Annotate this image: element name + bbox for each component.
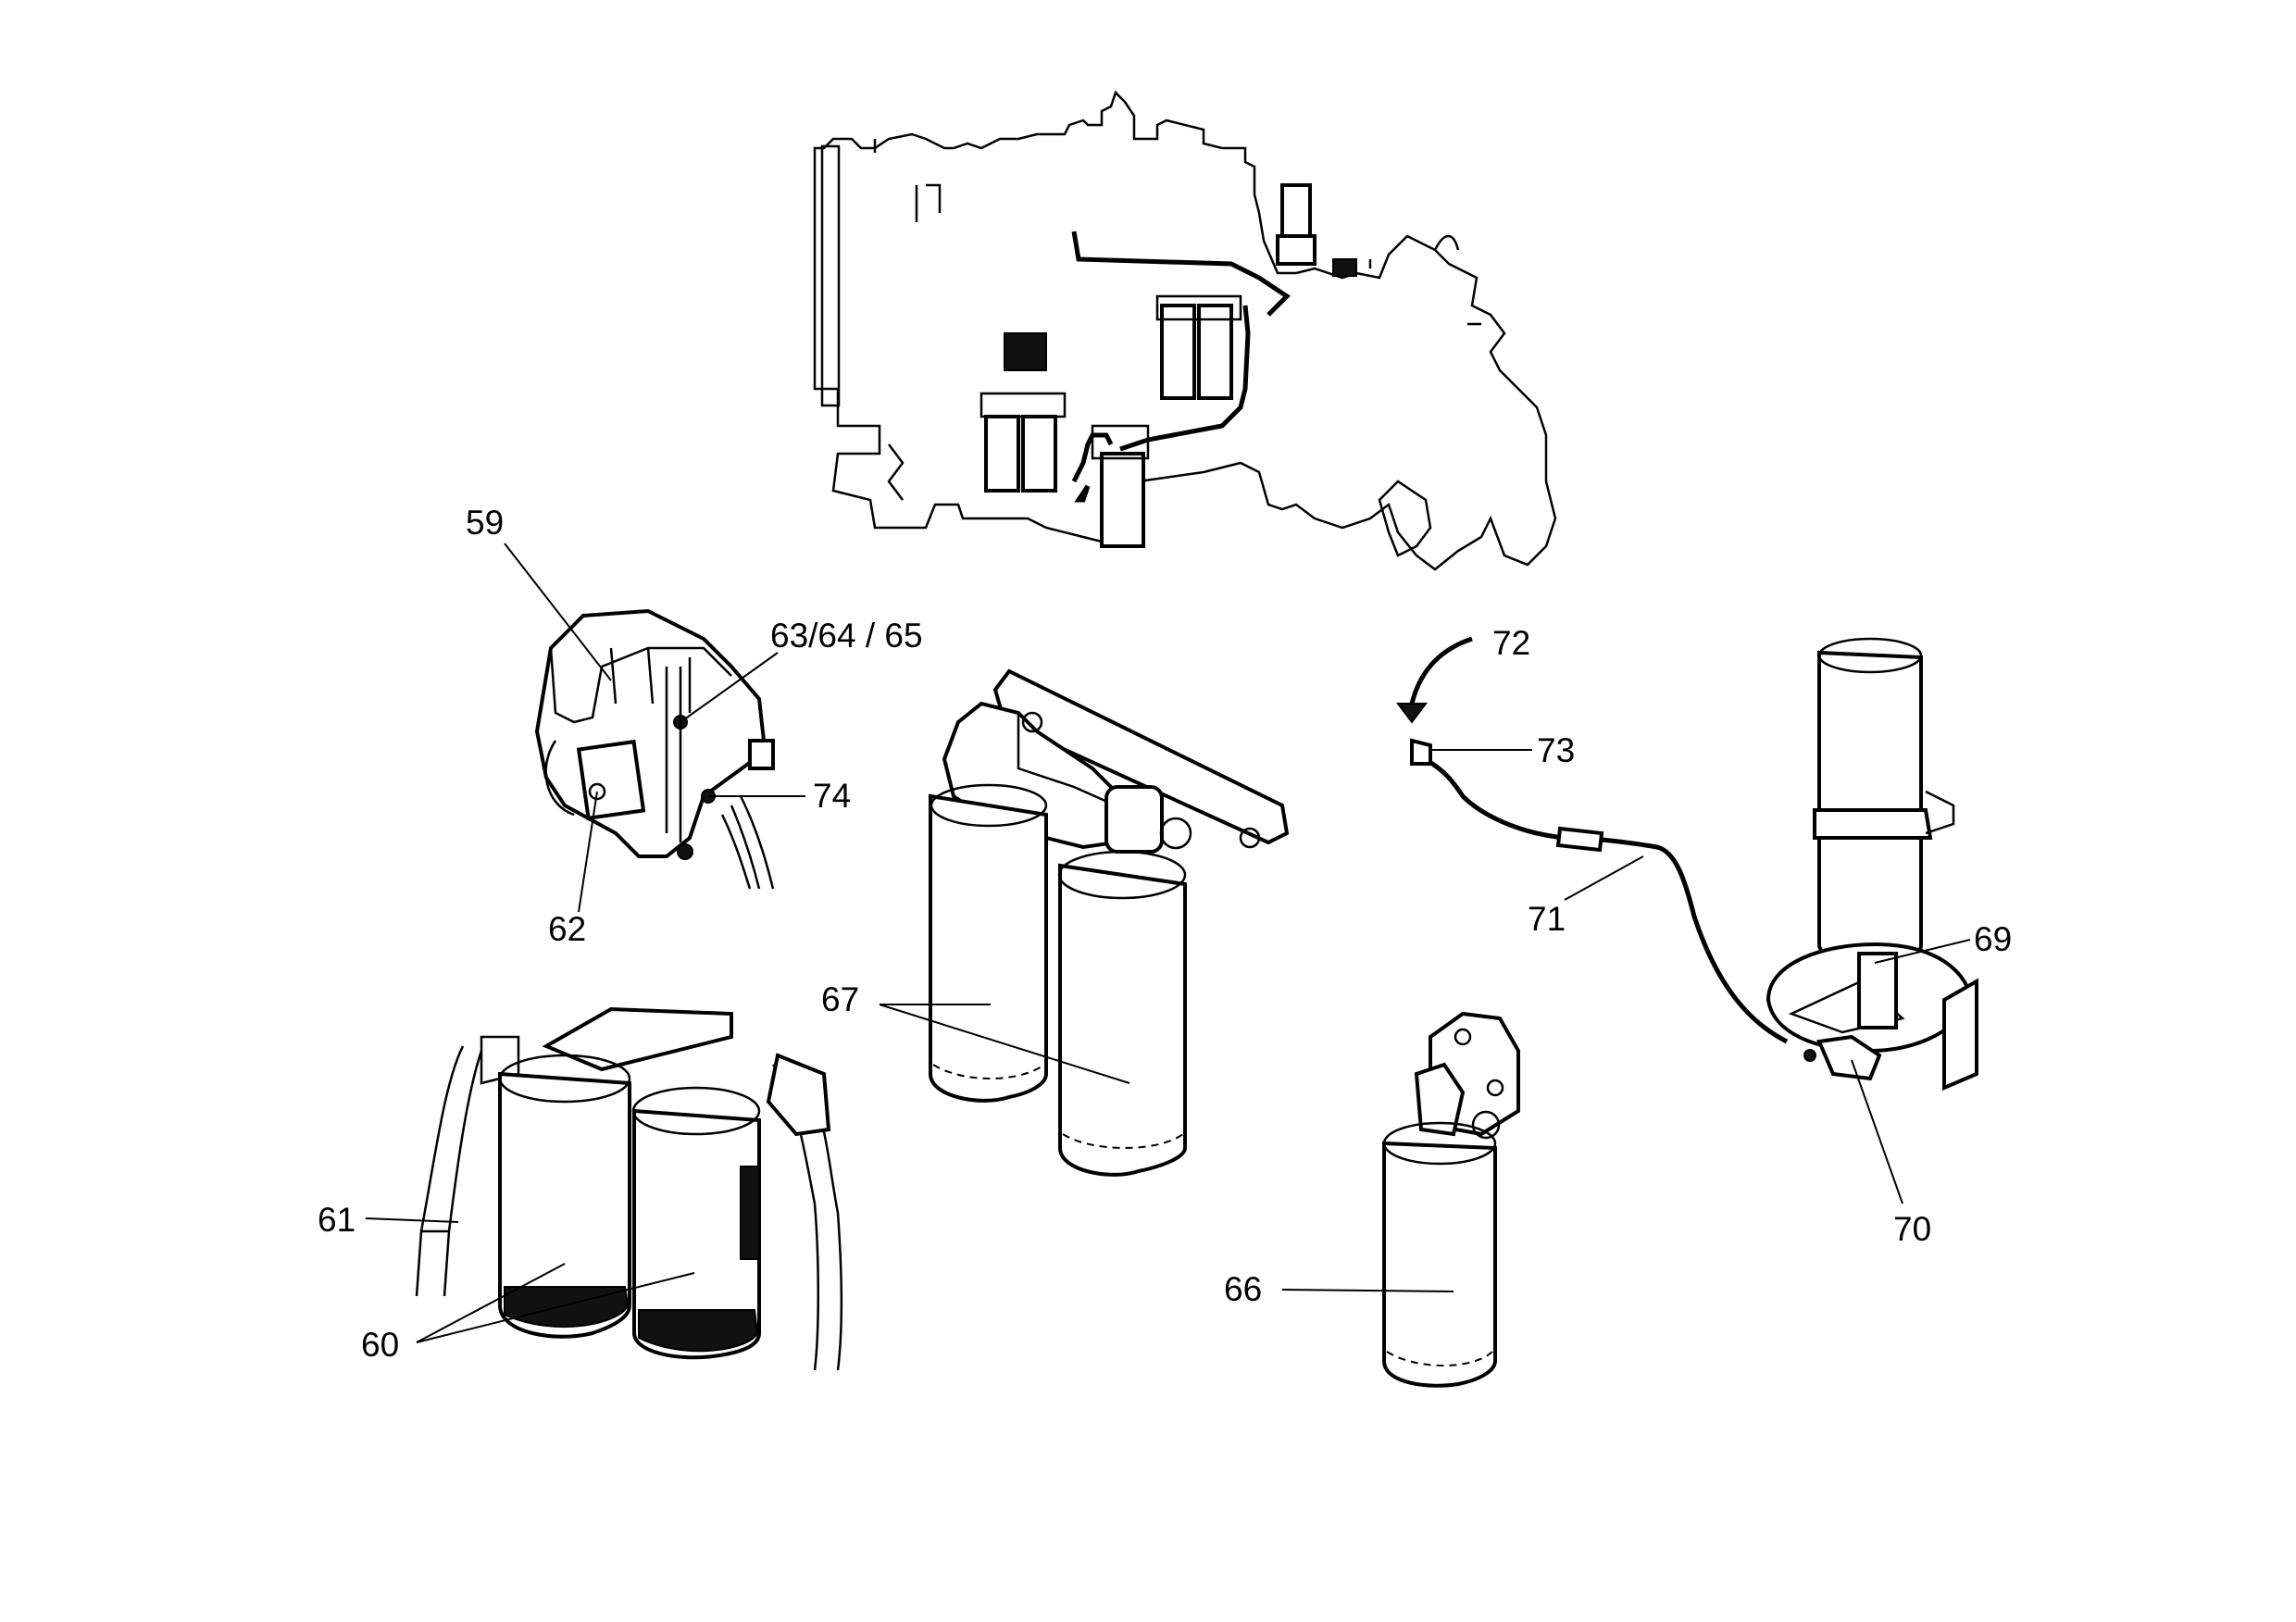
callout-63-64-65: 63/64 / 65 <box>770 617 923 655</box>
callout-71: 71 <box>1528 900 1566 938</box>
leader-lines <box>365 543 1971 1343</box>
callout-62: 62 <box>548 910 586 948</box>
callout-labels: 59 63/64 / 65 74 62 67 61 60 66 72 73 71… <box>318 504 2012 1364</box>
callout-70: 70 <box>1893 1210 1931 1248</box>
callout-69: 69 <box>1974 920 2012 958</box>
callout-73: 73 <box>1537 731 1575 769</box>
callout-60: 60 <box>361 1326 399 1364</box>
twin-filter-67-drawing <box>929 668 1290 1177</box>
callout-59: 59 <box>466 504 504 542</box>
callout-61: 61 <box>318 1201 356 1239</box>
single-filter-66-drawing <box>1382 1011 1520 1388</box>
water-separator-drawing <box>1396 636 1978 1092</box>
twin-filter-60-drawing <box>415 1006 842 1371</box>
callout-66: 66 <box>1224 1270 1262 1308</box>
engine-overview-drawing <box>813 90 1557 571</box>
fuel-pump-assembly-drawing <box>534 608 775 890</box>
callout-72: 72 <box>1492 624 1530 662</box>
callout-74: 74 <box>813 777 851 815</box>
callout-67: 67 <box>821 980 859 1018</box>
